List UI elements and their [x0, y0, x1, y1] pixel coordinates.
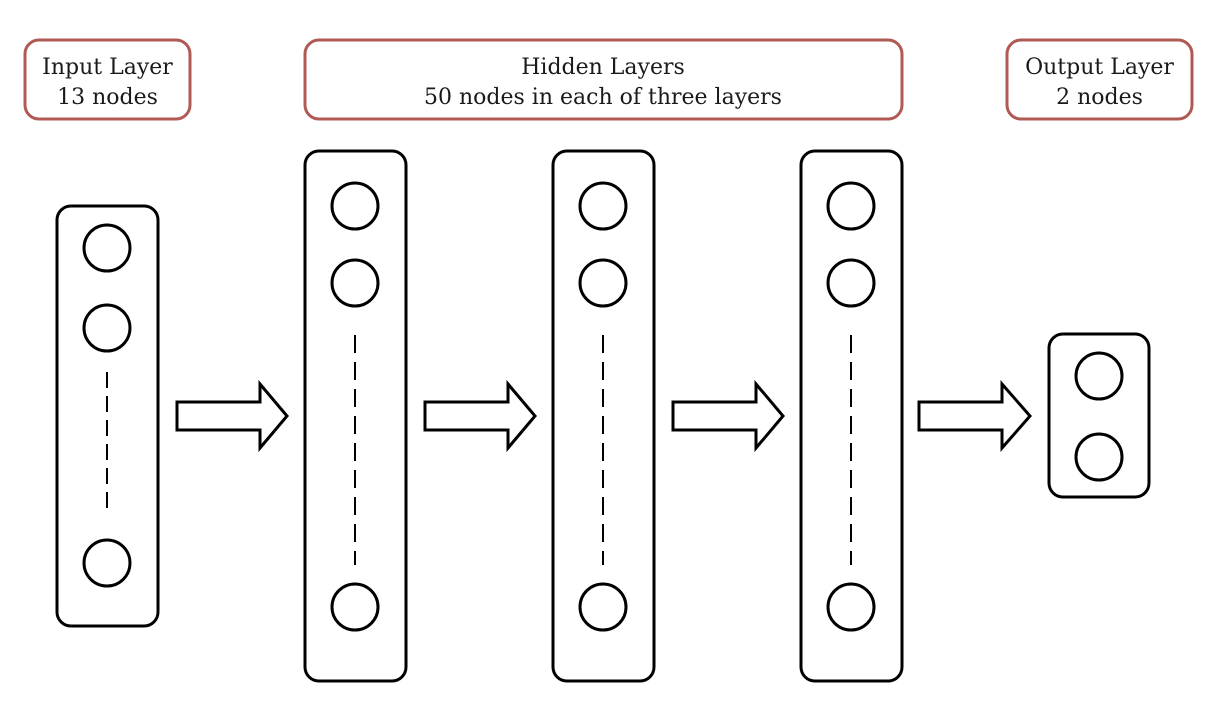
right-arrow-icon [423, 379, 537, 453]
input-layer-label-box [23, 38, 192, 121]
input-layer-title: Input Layer [42, 55, 173, 80]
hidden-layer-3 [799, 149, 904, 683]
hidden-layers-label-box [303, 38, 904, 121]
output-layer-title: Output Layer [1025, 55, 1174, 80]
hidden-node [578, 582, 628, 632]
input-layer-label: Input Layer 13 nodes [23, 38, 192, 121]
output-layer-box [1047, 332, 1151, 499]
input-node [82, 538, 132, 588]
input-layer-box [55, 204, 160, 628]
hidden-layers-label: Hidden Layers 50 nodes in each of three … [303, 38, 904, 121]
input-layer-node-count: 13 nodes [57, 85, 158, 110]
output-layer-node-count: 2 nodes [1056, 85, 1143, 110]
output-node [1074, 432, 1124, 482]
input-node [82, 303, 132, 353]
hidden-node [826, 181, 876, 231]
right-arrow-icon [175, 379, 289, 453]
right-arrow-icon [917, 380, 1032, 452]
hidden-layer-2 [551, 149, 656, 683]
output-layer-label-box [1005, 38, 1194, 121]
hidden-node [330, 181, 380, 231]
hidden-node [826, 582, 876, 632]
hidden-layers-node-count: 50 nodes in each of three layers [424, 85, 782, 110]
hidden-layers-title: Hidden Layers [521, 55, 685, 80]
hidden-node [330, 258, 380, 308]
output-node [1074, 351, 1124, 401]
output-layer [1047, 332, 1151, 499]
hidden-layer-1 [303, 149, 408, 683]
hidden-node [578, 258, 628, 308]
right-arrow-icon [671, 379, 785, 453]
input-node [82, 223, 132, 273]
hidden-node [826, 258, 876, 308]
input-layer [55, 204, 160, 628]
hidden-node [578, 181, 628, 231]
hidden-node [330, 582, 380, 632]
output-layer-label: Output Layer 2 nodes [1005, 38, 1194, 121]
